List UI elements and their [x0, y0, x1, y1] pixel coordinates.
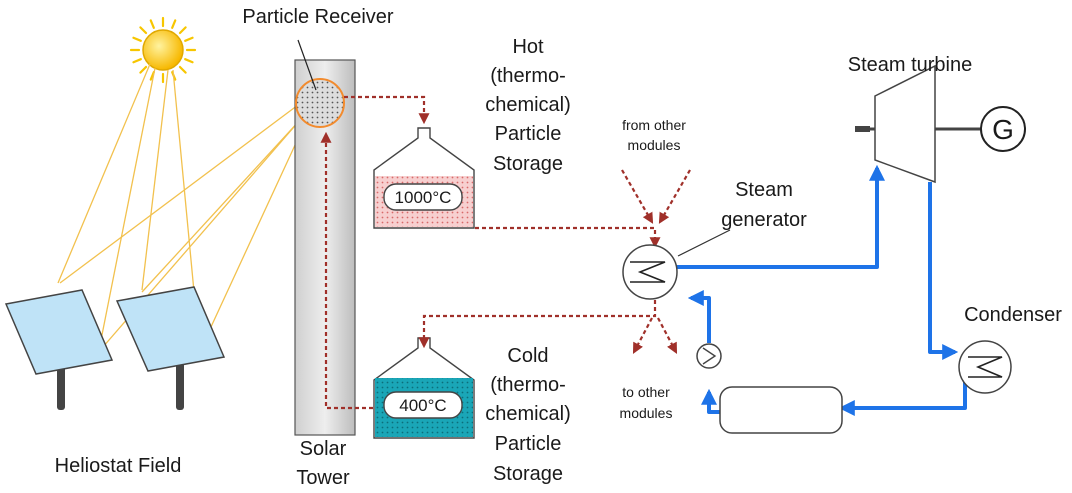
heliostat-left [4, 289, 114, 410]
steam-generator [622, 229, 731, 300]
heliostat-right [115, 286, 226, 410]
hot-storage-tank [373, 127, 475, 229]
svg-text:Storage: Storage [493, 463, 563, 485]
feedwater-tank [719, 386, 843, 434]
sun-icon [129, 16, 197, 84]
svg-text:Tower: Tower [296, 467, 350, 489]
svg-text:Particle: Particle [495, 433, 562, 455]
label-condenser: Condenser [964, 304, 1062, 326]
feedwater-pump [696, 343, 722, 369]
svg-text:Particle: Particle [495, 123, 562, 145]
cold-storage-tank [373, 337, 475, 439]
cold-temperature: 400°C [399, 396, 446, 415]
svg-text:Hot: Hot [512, 36, 544, 58]
label-steam-turbine: Steam turbine [848, 54, 973, 76]
label-solar-tower: Solar Tower [296, 438, 350, 489]
svg-text:modules: modules [620, 405, 673, 421]
svg-text:(thermo-: (thermo- [490, 374, 566, 396]
water-steam-loop [677, 164, 967, 416]
svg-text:from other: from other [622, 117, 686, 133]
steam-turbine [855, 64, 990, 184]
label-to-other-modules: to other modules [620, 384, 673, 421]
label-steam-generator: Steam generator [721, 179, 807, 231]
particle-flow-lines [320, 95, 691, 410]
particle-receiver [295, 39, 345, 128]
condenser [958, 340, 1012, 394]
label-cold-storage: Cold (thermo- chemical) Particle Storage [485, 345, 571, 485]
svg-text:modules: modules [628, 137, 681, 153]
svg-text:generator: generator [721, 209, 807, 231]
label-from-other-modules: from other modules [622, 117, 686, 153]
hot-temperature: 1000°C [395, 188, 452, 207]
generator: G [980, 106, 1026, 152]
svg-text:to other: to other [622, 384, 670, 400]
generator-label: G [992, 114, 1014, 145]
svg-text:Steam: Steam [735, 179, 793, 201]
svg-text:chemical): chemical) [485, 94, 571, 116]
svg-text:chemical): chemical) [485, 403, 571, 425]
svg-text:Solar: Solar [300, 438, 347, 460]
label-hot-storage: Hot (thermo- chemical) Particle Storage [485, 36, 571, 175]
svg-text:Cold: Cold [507, 345, 548, 367]
label-particle-receiver: Particle Receiver [242, 6, 394, 28]
svg-text:(thermo-: (thermo- [490, 65, 566, 87]
svg-text:Storage: Storage [493, 153, 563, 175]
label-heliostat-field: Heliostat Field [55, 455, 182, 477]
